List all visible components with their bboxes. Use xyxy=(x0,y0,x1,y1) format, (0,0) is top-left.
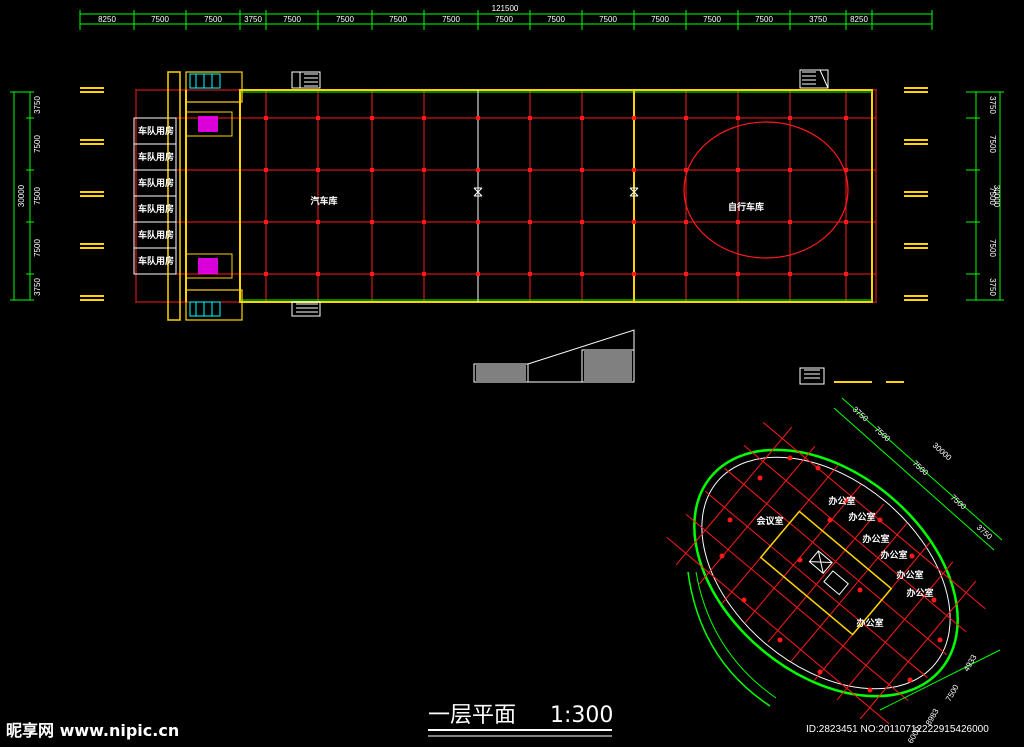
small-ramp-detail xyxy=(799,367,904,385)
meeting-room-label: 会议室 xyxy=(756,515,783,527)
top-dimension-label: 7500 xyxy=(151,15,169,24)
right-dimension-label: 3750 xyxy=(988,96,997,114)
left-dimension-label: 7500 xyxy=(33,135,42,153)
right-dimension-label: 7500 xyxy=(988,135,997,153)
ramp-top-left xyxy=(291,71,321,89)
left-dimension-label: 7500 xyxy=(33,187,42,205)
bike-garage-label: 自行车库 xyxy=(728,201,764,213)
top-dimension-label: 7500 xyxy=(204,15,222,24)
right-total-dimension: 30000 xyxy=(992,185,1001,208)
drawing-title: 一层平面 xyxy=(428,703,516,728)
top-dimension-label: 8250 xyxy=(850,15,868,24)
top-dimension-label: 7500 xyxy=(599,15,617,24)
left-dimension-chain xyxy=(10,91,34,301)
left-dimension-label: 3750 xyxy=(33,278,42,296)
top-dimension-labels: 8250 7500 7500 3750 7500 7500 7500 7500 7500 7500… xyxy=(98,15,868,24)
office-label: 办公室 xyxy=(880,549,907,561)
top-dimension-label: 7500 xyxy=(755,15,773,24)
fleet-room-label: 车队用房 xyxy=(138,203,174,215)
ramp-top-right xyxy=(799,69,829,89)
right-dimension-chain xyxy=(966,91,1004,301)
left-dimension-label: 3750 xyxy=(33,96,42,114)
top-dimension-chain xyxy=(79,10,933,30)
fleet-rooms xyxy=(133,71,181,321)
ellipse-dim: 7500 xyxy=(911,459,931,478)
office-label: 办公室 xyxy=(862,533,889,545)
top-dimension-label: 7500 xyxy=(703,15,721,24)
ellipse-dim: 3750 xyxy=(975,523,995,542)
office-label: 办公室 xyxy=(896,569,923,581)
office-label: 办公室 xyxy=(848,511,875,523)
left-dimension-label: 7500 xyxy=(33,239,42,257)
fleet-room-label: 车队用房 xyxy=(138,229,174,241)
right-dimension-label: 3750 xyxy=(988,278,997,296)
top-dimension-label: 7500 xyxy=(442,15,460,24)
top-total-dimension: 121500 xyxy=(492,4,519,13)
office-label: 办公室 xyxy=(828,495,855,507)
fleet-room-label: 车队用房 xyxy=(138,177,174,189)
top-dimension-label: 7500 xyxy=(495,15,513,24)
car-garage-label: 汽车库 xyxy=(310,195,337,207)
column-markers xyxy=(80,87,928,301)
ramp-section-detail xyxy=(473,329,635,383)
ellipse-dimension-chain xyxy=(833,397,1003,711)
left-total-dimension: 30000 xyxy=(17,184,26,207)
office-label: 办公室 xyxy=(906,587,933,599)
ellipse-plan xyxy=(666,421,986,725)
top-dimension-label: 7500 xyxy=(547,15,565,24)
top-dimension-label: 7500 xyxy=(283,15,301,24)
ellipse-dim-bottom: 7500 xyxy=(944,683,961,703)
ellipse-dim: 7500 xyxy=(949,493,969,512)
top-dimension-label: 3750 xyxy=(244,15,262,24)
service-core-top xyxy=(185,71,243,137)
watermark-logo: 昵享网 www.nipic.cn xyxy=(6,721,179,740)
right-dimension-label: 7500 xyxy=(988,187,997,205)
fleet-room-label: 车队用房 xyxy=(138,125,174,137)
fleet-room-label: 车队用房 xyxy=(138,151,174,163)
office-label: 办公室 xyxy=(856,617,883,629)
top-dimension-label: 7500 xyxy=(389,15,407,24)
ramp-bottom-left xyxy=(291,301,321,317)
top-dimension-label: 7500 xyxy=(651,15,669,24)
right-dimension-label: 7500 xyxy=(988,239,997,257)
service-core-bottom xyxy=(185,253,243,321)
ellipse-dim: 7500 xyxy=(873,425,893,444)
top-dimension-label: 3750 xyxy=(809,15,827,24)
ellipse-dim-bottom: 4933 xyxy=(962,653,979,673)
drawing-scale: 1:300 xyxy=(550,703,613,728)
main-plan xyxy=(135,89,877,303)
side-dimension-labels: 3750 3750 7500 7500 7500 7500 7500 7500 3750 3750 xyxy=(33,96,997,297)
top-dimension-label: 8250 xyxy=(98,15,116,24)
top-dimension-label: 7500 xyxy=(336,15,354,24)
ellipse-total-dim: 30000 xyxy=(931,441,954,463)
fleet-room-label: 车队用房 xyxy=(138,255,174,267)
watermark-id: ID:2823451 NO:20110712222915426000 xyxy=(806,724,989,735)
